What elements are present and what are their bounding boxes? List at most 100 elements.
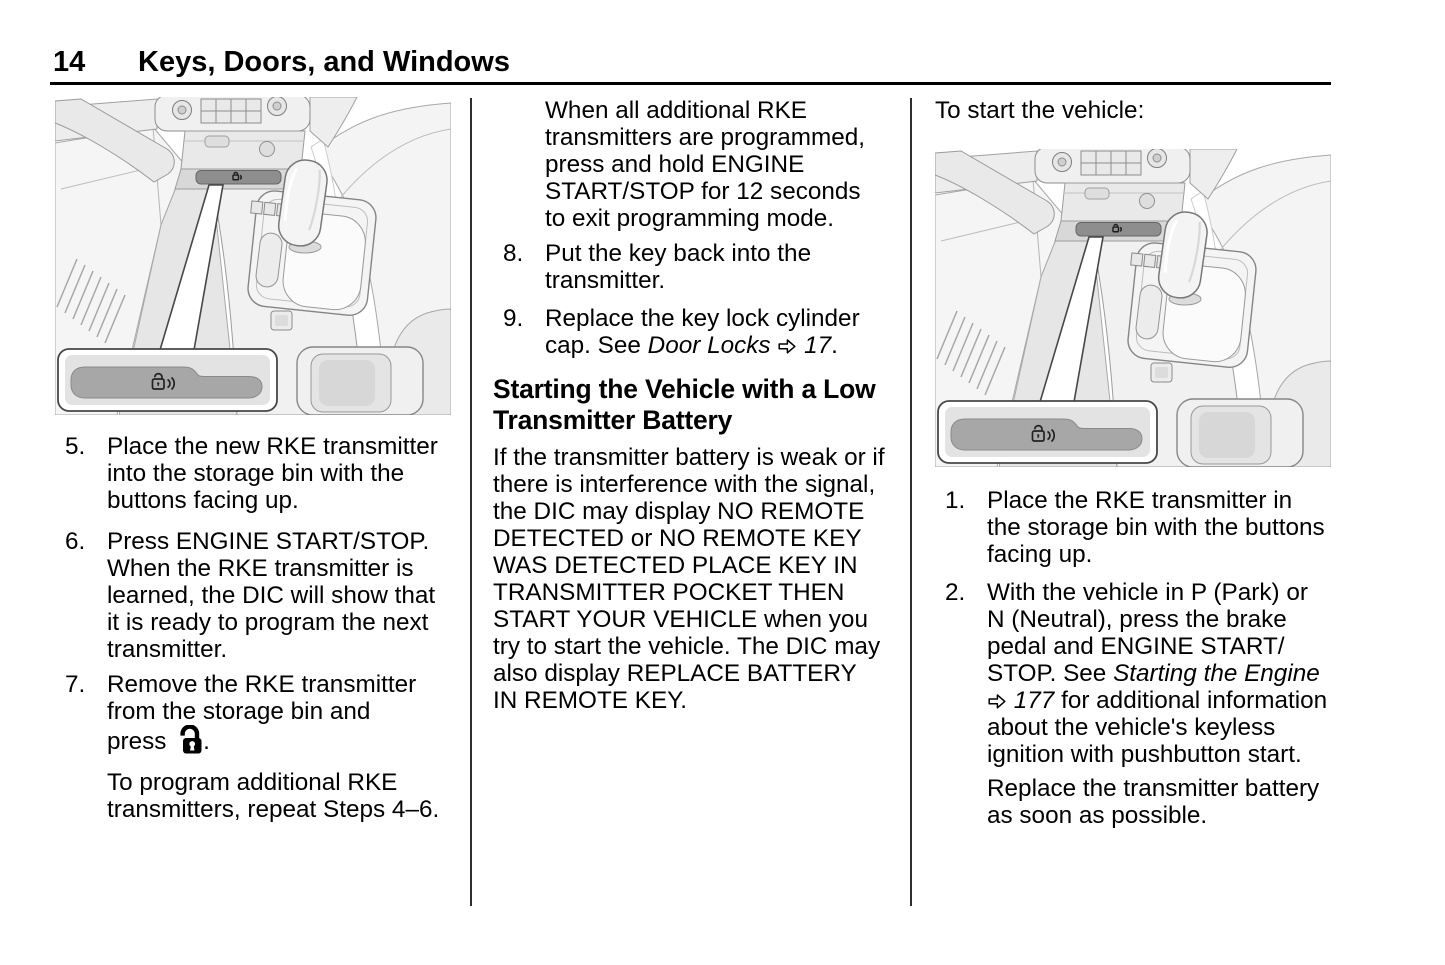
- text-line: transmitters, repeat Steps 4–6.: [107, 796, 455, 823]
- text-line: to exit programming mode.: [545, 205, 893, 232]
- text-run: [771, 332, 778, 359]
- text-run: If the transmitter battery is weak or if: [493, 444, 885, 471]
- cross-reference-text[interactable]: Door Locks: [647, 332, 771, 359]
- cross-reference-arrow-icon: [777, 332, 797, 359]
- text-line: Place the new RKE transmitter: [107, 433, 455, 460]
- text-run: about the vehicle's keyless: [987, 714, 1276, 741]
- chapter-title: Keys, Doors, and Windows: [138, 46, 510, 78]
- list-number: 1.: [945, 487, 966, 514]
- text-run: Press ENGINE START/STOP.: [107, 528, 430, 555]
- text-run: Place the new RKE transmitter: [107, 433, 438, 460]
- text-run: ignition with pushbutton start.: [987, 741, 1302, 768]
- cross-reference-arrow-icon: [987, 687, 1007, 714]
- column-divider-1: [470, 98, 472, 906]
- text-run: it is ready to program the next: [107, 609, 429, 636]
- text-run: press: [107, 728, 174, 755]
- page-number: 14: [53, 46, 86, 78]
- text-run: for additional information: [1054, 687, 1328, 714]
- text-run: .: [203, 728, 210, 755]
- text-line: Put the key back into the: [545, 240, 893, 267]
- text-line: transmitter.: [545, 267, 893, 294]
- text-line: When all additional RKE: [545, 97, 893, 124]
- text-run: When all additional RKE: [545, 97, 808, 124]
- paragraph: To start the vehicle:: [935, 97, 1335, 124]
- paragraph: If the transmitter battery is weak or if…: [493, 444, 893, 714]
- text-run: Put the key back into the: [545, 240, 812, 267]
- text-run: the storage bin with the buttons: [987, 514, 1325, 541]
- list-number: 6.: [65, 528, 86, 555]
- text-run: try to start the vehicle. The DIC may: [493, 633, 881, 660]
- text-run: When the RKE transmitter is: [107, 555, 414, 582]
- text-line: try to start the vehicle. The DIC may: [493, 633, 893, 660]
- text-run: TRANSMITTER POCKET THEN: [493, 579, 845, 606]
- text-line: facing up.: [987, 541, 1335, 568]
- text-run: cap. See: [545, 332, 648, 359]
- text-line: STOP. See Starting the Engine: [987, 660, 1335, 687]
- console-illustration-2: [934, 146, 1332, 468]
- list-number: 8.: [503, 240, 524, 267]
- text-run: transmitter.: [107, 636, 228, 663]
- cross-reference-text[interactable]: Starting the Engine: [1113, 660, 1320, 687]
- text-line: Transmitter Battery: [493, 405, 893, 436]
- text-line: When the RKE transmitter is: [107, 555, 455, 582]
- text-line: WAS DETECTED PLACE KEY IN: [493, 552, 893, 579]
- text-run: Starting the Vehicle with a Low: [493, 374, 876, 404]
- text-line: With the vehicle in P (Park) or: [987, 579, 1335, 606]
- unlock-icon: [173, 724, 203, 755]
- text-run: to exit programming mode.: [545, 205, 834, 232]
- text-run: [1007, 687, 1014, 714]
- text-line: the storage bin with the buttons: [987, 514, 1335, 541]
- cross-reference-text[interactable]: 177: [1013, 687, 1055, 714]
- text-run: the DIC may display NO REMOTE: [493, 498, 865, 525]
- text-line: Press ENGINE START/STOP.: [107, 528, 455, 555]
- text-line: Place the RKE transmitter in: [987, 487, 1335, 514]
- text-run: IN REMOTE KEY.: [493, 687, 687, 714]
- text-run: Transmitter Battery: [493, 405, 733, 435]
- text-line: about the vehicle's keyless: [987, 714, 1335, 741]
- text-run: START/STOP for 12 seconds: [545, 178, 861, 205]
- text-line: as soon as possible.: [987, 802, 1335, 829]
- text-line: from the storage bin and: [107, 698, 455, 725]
- text-line: N (Neutral), press the brake: [987, 606, 1335, 633]
- text-line: there is interference with the signal,: [493, 471, 893, 498]
- cross-reference-text[interactable]: 17: [804, 332, 832, 359]
- text-run: as soon as possible.: [987, 802, 1208, 829]
- text-line: press .: [107, 724, 455, 755]
- console-illustration-1: [54, 94, 452, 416]
- text-line: 177 for additional information: [987, 687, 1335, 714]
- text-run: .: [831, 332, 838, 359]
- text-run: into the storage bin with the: [107, 460, 405, 487]
- text-run: DETECTED or NO REMOTE KEY: [493, 525, 862, 552]
- text-run: learned, the DIC will show that: [107, 582, 436, 609]
- list-number: 7.: [65, 671, 86, 698]
- text-run: transmitter.: [545, 267, 666, 294]
- text-line: the DIC may display NO REMOTE: [493, 498, 893, 525]
- text-run: press and hold ENGINE: [545, 151, 805, 178]
- text-line: Replace the key lock cylinder: [545, 305, 893, 332]
- list-item-6: 6. Press ENGINE START/STOP.When the RKE …: [55, 528, 455, 663]
- text-line: IN REMOTE KEY.: [493, 687, 893, 714]
- text-run: To program additional RKE: [107, 769, 398, 796]
- text-run: there is interference with the signal,: [493, 471, 876, 498]
- text-line: To program additional RKE: [107, 769, 455, 796]
- text-run: buttons facing up.: [107, 487, 299, 514]
- text-run: STOP. See: [987, 660, 1114, 687]
- text-line: cap. See Door Locks 17.: [545, 332, 893, 359]
- text-run: Replace the key lock cylinder: [545, 305, 860, 332]
- header-rule: [50, 82, 1331, 85]
- text-run: START YOUR VEHICLE when you: [493, 606, 868, 633]
- text-run: transmitters are programmed,: [545, 124, 866, 151]
- text-run: WAS DETECTED PLACE KEY IN: [493, 552, 858, 579]
- text-line: START/STOP for 12 seconds: [545, 178, 893, 205]
- list-number: 9.: [503, 305, 524, 332]
- text-run: Place the RKE transmitter in: [987, 487, 1293, 514]
- text-line: Replace the transmitter battery: [987, 775, 1335, 802]
- text-run: N (Neutral), press the brake: [987, 606, 1287, 633]
- text-line: Starting the Vehicle with a Low: [493, 374, 893, 405]
